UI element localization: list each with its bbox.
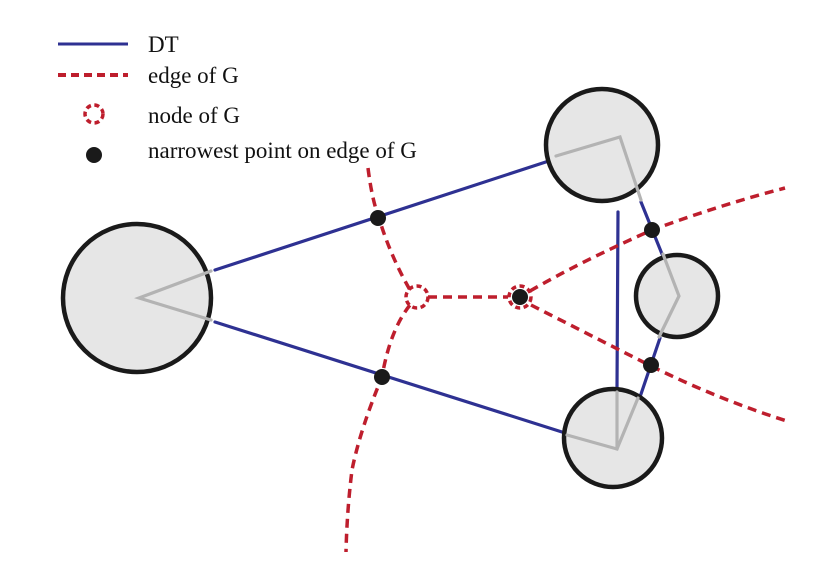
legend-node-swatch — [83, 103, 105, 125]
narrowest-point — [643, 357, 659, 373]
legend: DT edge of G node of G narrowest point o… — [58, 32, 417, 163]
radius-lines — [134, 135, 681, 451]
radius-line-top — [554, 135, 643, 202]
narrowest-points — [370, 210, 660, 385]
graph-edge — [344, 303, 412, 553]
legend-narrow-swatch — [86, 147, 102, 163]
graph-node — [404, 284, 430, 310]
legend-dt-label: DT — [148, 32, 179, 57]
site-circle-right-small — [633, 252, 721, 340]
narrowest-point — [374, 369, 390, 385]
graph-edge — [366, 167, 412, 291]
narrowest-point — [370, 210, 386, 226]
site-circle-top — [543, 86, 661, 204]
dt-edges — [213, 156, 664, 434]
legend-node-label: node of G — [148, 103, 240, 128]
radius-line-left — [134, 269, 213, 322]
narrowest-point — [512, 289, 528, 305]
legend-narrow-label: narrowest point on edge of G — [148, 138, 417, 163]
dt-edge — [213, 156, 560, 272]
dt-edge — [615, 210, 620, 390]
legend-edge-label: edge of G — [148, 63, 239, 88]
narrowest-point — [644, 222, 660, 238]
site-circle-bottom — [561, 386, 665, 490]
graph-edges — [344, 167, 788, 553]
radius-line-right-small — [657, 252, 681, 339]
